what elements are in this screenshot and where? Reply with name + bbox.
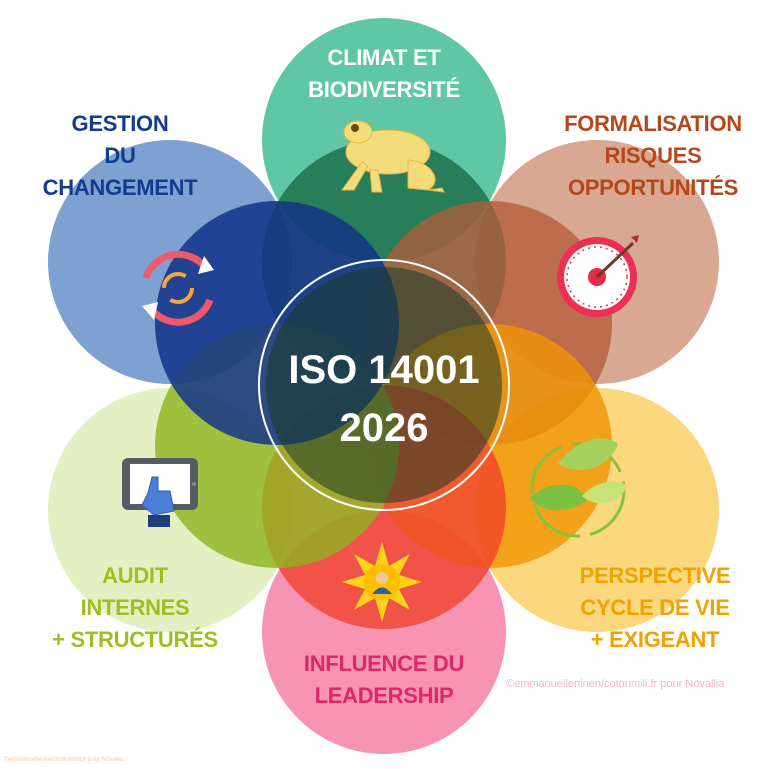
center-overlap [266, 267, 502, 503]
label-formalisation-line2: RISQUES [604, 143, 702, 168]
label-climat-line1: CLIMAT ET [327, 45, 441, 70]
credit-watermark: ©emmanuelleninen/cotonmili.fr pour Noval… [506, 678, 725, 690]
center-title-line2: 2026 [339, 406, 429, 450]
label-audit-line2: INTERNES [80, 595, 190, 620]
label-influence-line2: LEADERSHIP [314, 683, 454, 708]
label-gestion-line2: DU [104, 143, 136, 168]
label-audit-line1: AUDIT [102, 563, 168, 588]
label-climat: CLIMAT ET BIODIVERSITÉ [284, 42, 484, 106]
label-perspective: PERSPECTIVE CYCLE DE VIE + EXIGEANT [560, 560, 750, 656]
change-cycle-icon [142, 250, 214, 326]
credit-small: ©emmanuelleninen/cotonmili.fr pour Noval… [4, 757, 124, 763]
center-title-line1: ISO 14001 [288, 348, 480, 392]
target-dart-icon [557, 235, 639, 317]
frog-icon [341, 120, 445, 193]
label-gestion-line3: CHANGEMENT [42, 175, 198, 200]
label-audit-line3: + STRUCTURÉS [52, 627, 218, 652]
tablet-touch-icon [122, 458, 198, 527]
label-influence-line1: INFLUENCE DU [303, 651, 465, 676]
label-formalisation-line3: OPPORTUNITÉS [568, 175, 738, 200]
leaves-cycle-icon [530, 438, 628, 538]
center-ring [258, 259, 510, 511]
label-gestion-line1: GESTION [71, 111, 169, 136]
label-climat-line2: BIODIVERSITÉ [308, 77, 460, 102]
label-perspective-line1: PERSPECTIVE [579, 563, 731, 588]
label-gestion: GESTION DU CHANGEMENT [30, 108, 210, 204]
label-perspective-line3: + EXIGEANT [590, 627, 720, 652]
label-audit: AUDIT INTERNES + STRUCTURÉS [40, 560, 230, 656]
label-formalisation-line1: FORMALISATION [564, 111, 742, 136]
leader-sun-icon [342, 542, 422, 622]
label-influence: INFLUENCE DU LEADERSHIP [284, 648, 484, 712]
label-perspective-line2: CYCLE DE VIE [580, 595, 730, 620]
label-formalisation: FORMALISATION RISQUES OPPORTUNITÉS [548, 108, 758, 204]
